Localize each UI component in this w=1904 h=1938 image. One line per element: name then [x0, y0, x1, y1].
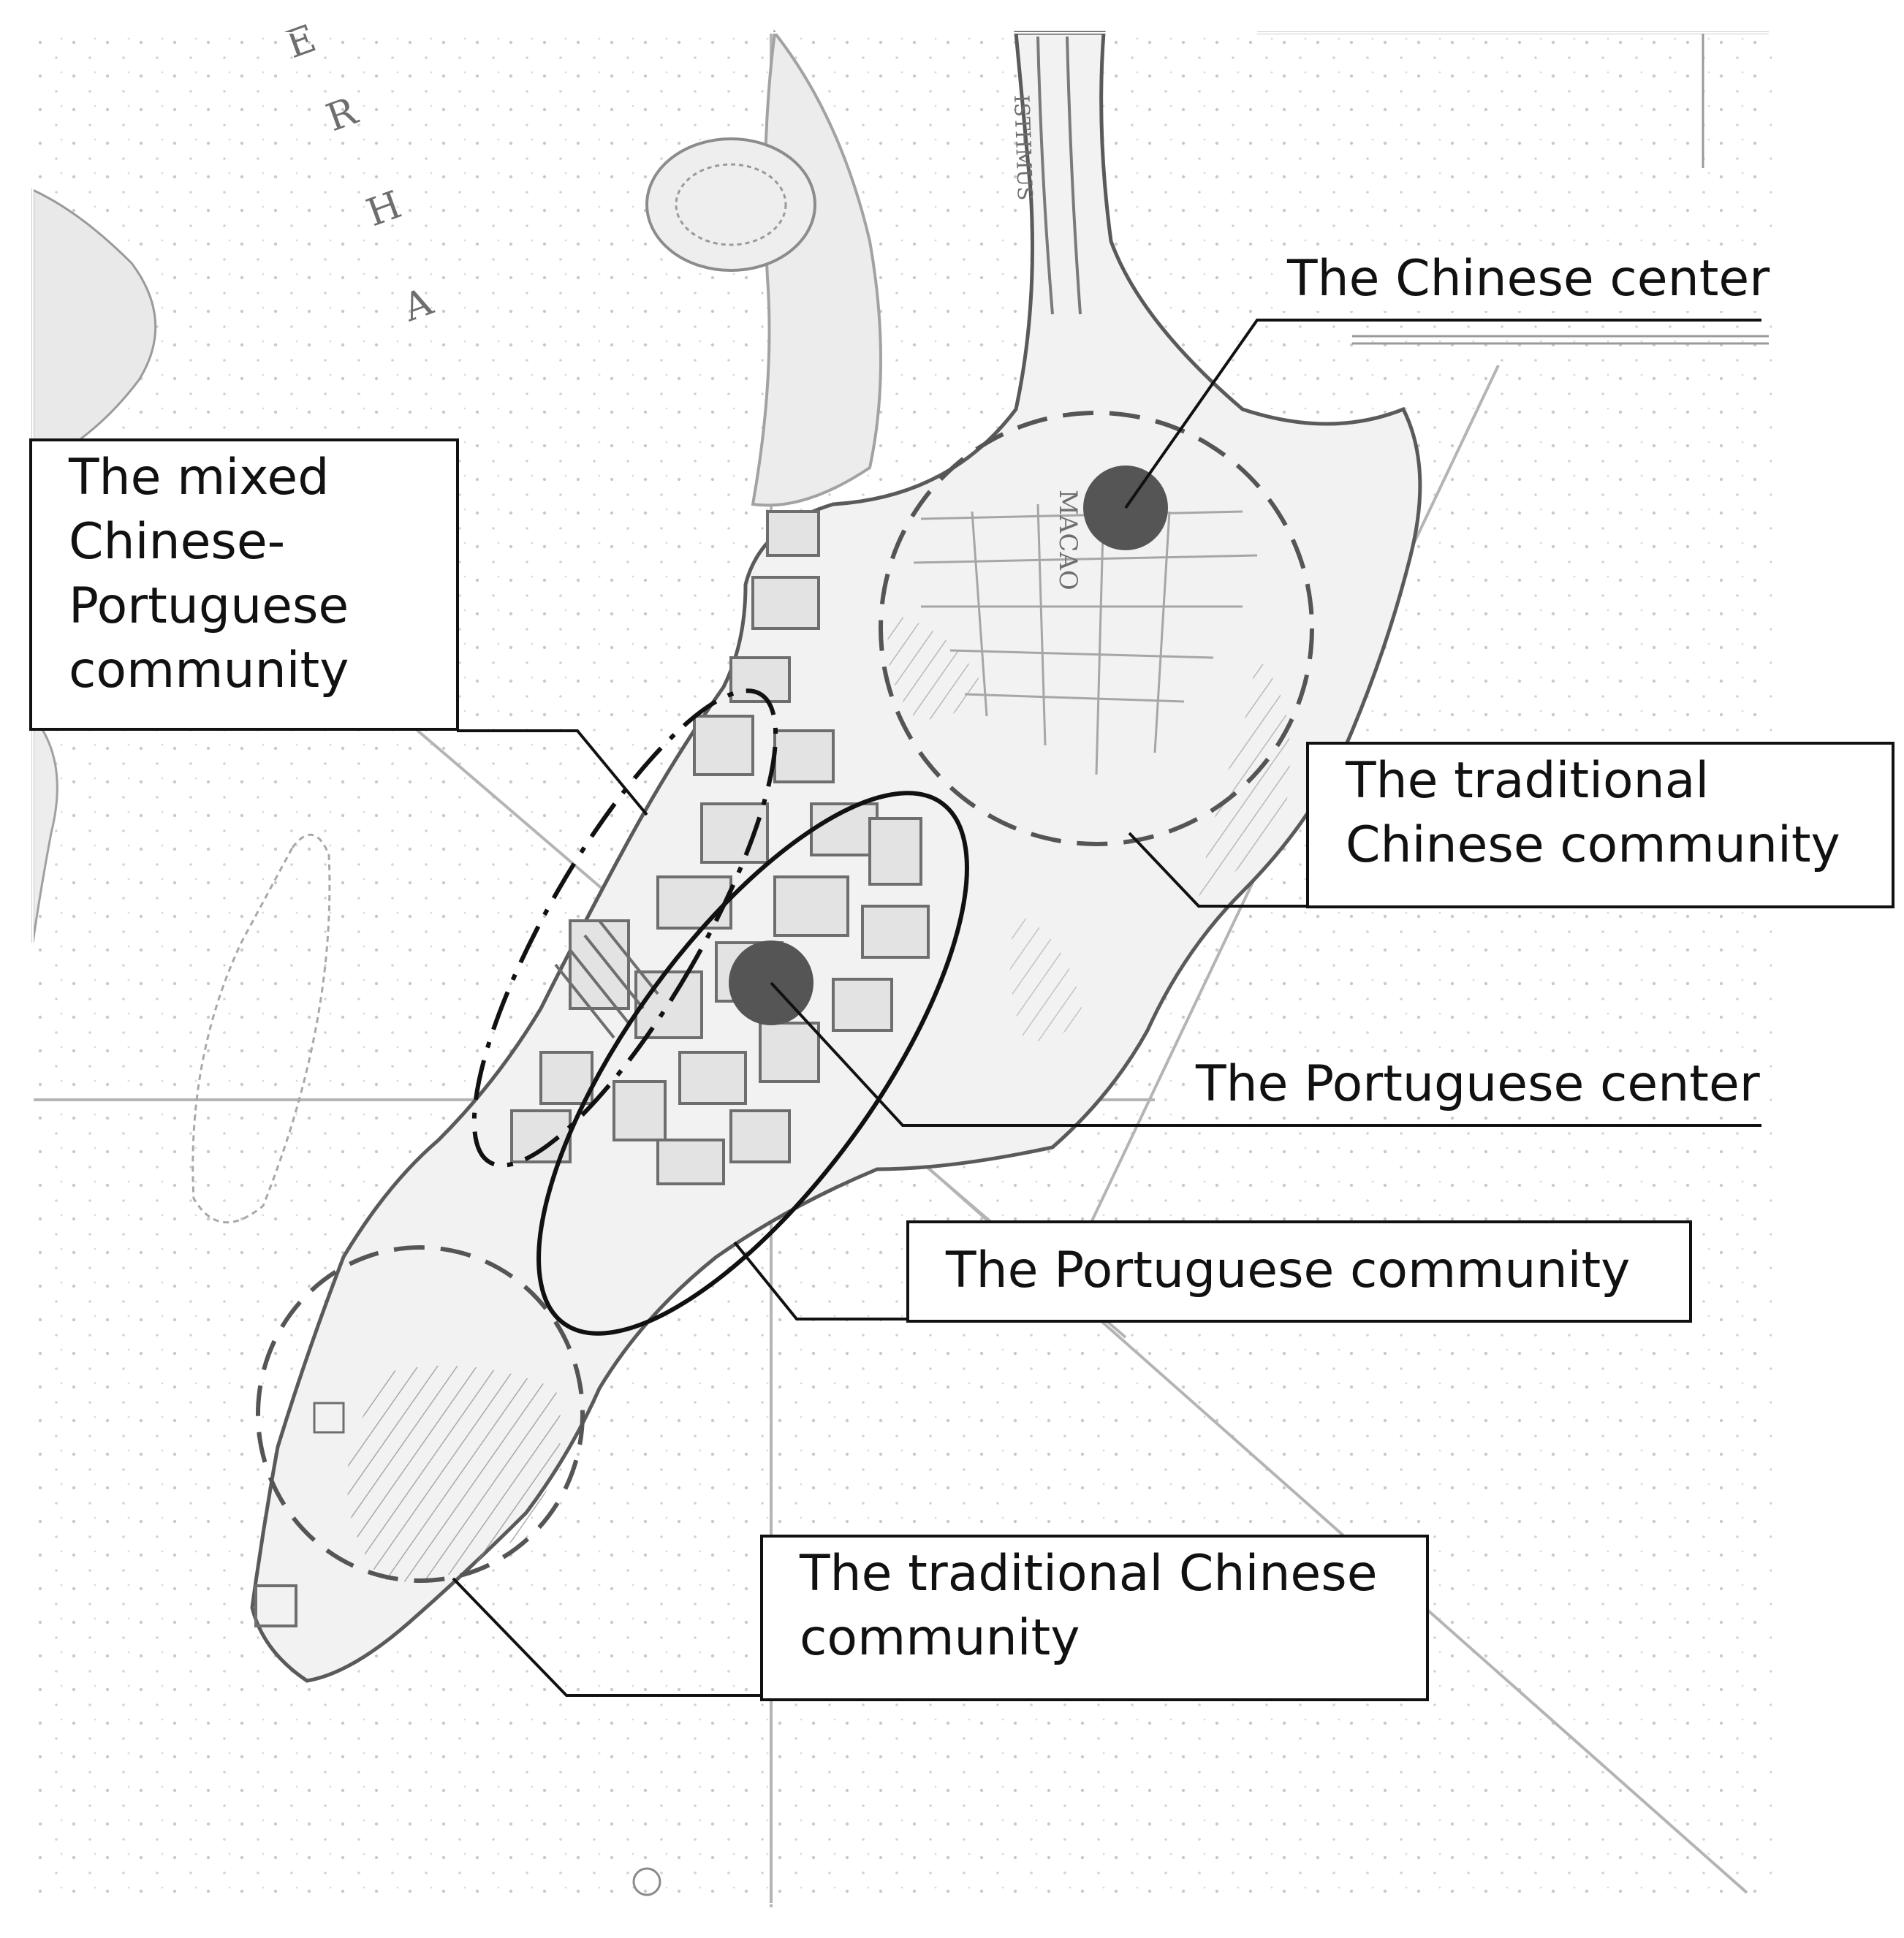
leader-portuguese-community — [733, 1241, 906, 1320]
traditional-chinese-north-circle — [879, 411, 1314, 846]
city-blocks — [510, 510, 930, 1185]
label-portuguese-community: The Portuguese community — [906, 1220, 1692, 1323]
south-fort — [254, 1584, 297, 1627]
west-land — [31, 188, 157, 470]
leader-mixed-community — [457, 729, 648, 816]
isthmus-road — [1036, 36, 1082, 315]
label-traditional-chinese-north: The traditional Chinese community — [1306, 742, 1894, 908]
label-traditional-chinese-south: The traditional Chinese community — [760, 1535, 1429, 1701]
leader-traditional-south — [452, 1577, 760, 1697]
label-portuguese-center: The Portuguese center — [1191, 1052, 1764, 1117]
leader-lines — [452, 319, 1761, 1697]
peninsula-land — [250, 31, 1422, 1683]
leader-chinese-center — [1124, 319, 1761, 509]
leader-portuguese-center — [770, 981, 1761, 1127]
leader-traditional-north — [1128, 832, 1308, 908]
terrace-rows — [554, 919, 659, 1039]
east-coast-relief — [1199, 658, 1290, 899]
north-hill-relief — [887, 614, 979, 720]
portuguese-community-ellipse — [536, 791, 969, 1336]
isthmus-text: ISTHMUS — [1009, 94, 1037, 201]
east-bay-relief — [1010, 913, 1082, 1041]
mixed-community-ellipse — [471, 688, 778, 1168]
label-mixed-community: The mixed Chinese-Portuguese community — [29, 438, 459, 731]
sand-bank — [191, 833, 331, 1224]
round-islet — [645, 137, 816, 272]
label-chinese-center: The Chinese center — [1283, 247, 1775, 311]
north-street-grid — [913, 503, 1258, 775]
compass-mark — [632, 1867, 661, 1896]
south-hill-relief — [347, 1365, 561, 1582]
map-frame — [32, 32, 1773, 1904]
south-building — [313, 1402, 345, 1434]
place-name-text: MACAO — [1053, 490, 1082, 590]
traditional-chinese-south-circle — [256, 1245, 585, 1583]
west-land-lower — [31, 712, 58, 943]
